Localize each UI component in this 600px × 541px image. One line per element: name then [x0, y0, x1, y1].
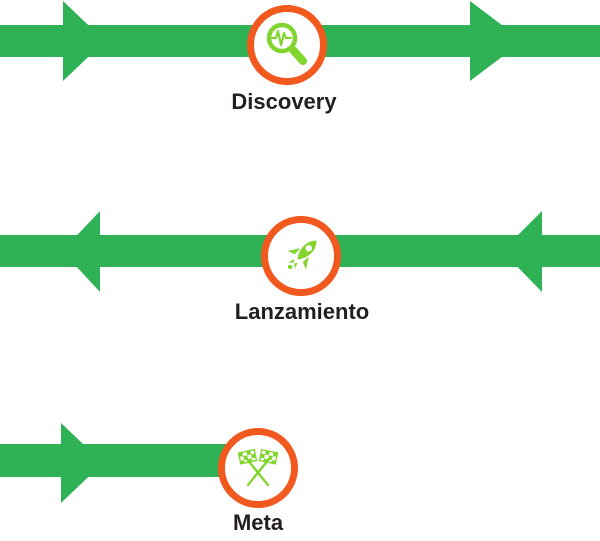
stage-node-meta	[218, 428, 298, 508]
stage-node-lanzamiento	[261, 216, 341, 296]
arrowhead-right	[63, 1, 105, 81]
arrow-bar	[0, 444, 258, 477]
rocket-icon	[287, 240, 317, 270]
arrowhead-left	[502, 211, 542, 292]
arrowhead-right	[470, 1, 523, 81]
stage-label-discovery: Discovery	[231, 89, 337, 114]
arrowhead-left	[62, 211, 100, 292]
magnifier-pulse-icon	[266, 22, 307, 65]
stage-label-meta: Meta	[232, 510, 284, 535]
arrow-right-meta	[0, 423, 258, 503]
arrowhead-right	[61, 423, 103, 503]
checkered-flags-icon	[237, 448, 279, 487]
stage-node-discovery	[247, 5, 327, 85]
stage-label-lanzamiento: Lanzamiento	[234, 299, 370, 324]
